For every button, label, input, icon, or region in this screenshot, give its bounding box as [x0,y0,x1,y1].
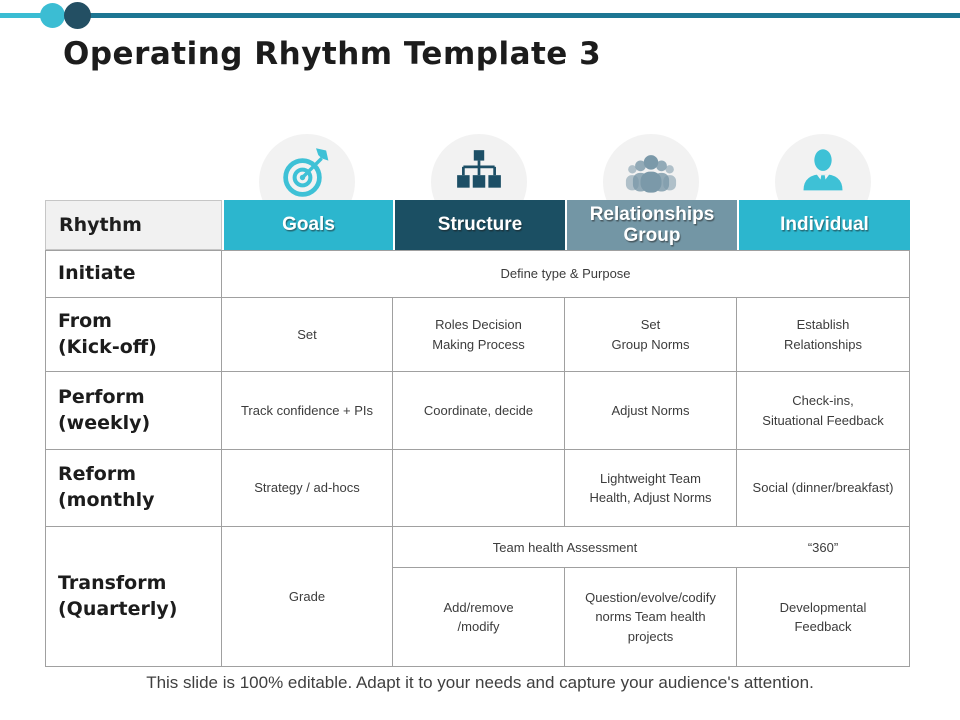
decor-circle-teal [40,3,65,28]
cell-kickoff-relationships: Set Group Norms [565,298,737,372]
cell-kickoff-individual: Establish Relationships [737,298,910,372]
cell-reform-relationships: Lightweight Team Health, Adjust Norms [565,450,737,527]
cell-transform-assessment: Team health Assessment [492,539,638,555]
column-header-rhythm: Rhythm [45,200,222,250]
editable-note: This slide is 100% editable. Adapt it to… [146,673,814,692]
row-label-reform: Reform (monthly [45,450,222,527]
target-icon [283,148,329,197]
column-header-structure: Structure [393,200,565,250]
row-label-transform: Transform (Quarterly) [45,527,222,667]
cell-transform-structure: Add/remove /modify [393,568,565,667]
decor-line-left [0,13,44,18]
cell-kickoff-structure: Roles Decision Making Process [393,298,565,372]
decor-line-right [90,13,960,18]
cell-transform-individual: Developmental Feedback [737,568,910,667]
cell-perform-relationships: Adjust Norms [565,372,737,450]
people-group-icon [625,155,677,193]
column-header-relationships-group: Relationships Group [565,200,737,250]
cell-transform-goals: Grade [222,527,393,667]
cell-reform-structure [393,450,565,527]
row-label-initiate: Initiate [45,250,222,298]
cell-transform-relationships: Question/evolve/codify norms Team health… [565,568,737,667]
operating-rhythm-table: Rhythm Goals Structure Relationships Gro… [45,200,910,667]
column-header-goals: Goals [222,200,393,250]
column-header-individual: Individual [737,200,910,250]
cell-transform-360: “360” [807,539,839,555]
cell-reform-goals: Strategy / ad-hocs [222,450,393,527]
row-label-perform: Perform (weekly) [45,372,222,450]
cell-initiate-span: Define type & Purpose [222,250,910,298]
cell-perform-individual: Check-ins, Situational Feedback [737,372,910,450]
org-chart-icon [457,150,501,188]
cell-kickoff-goals: Set [222,298,393,372]
cell-perform-structure: Coordinate, decide [393,372,565,450]
person-icon [803,149,843,191]
slide-title: Operating Rhythm Template 3 [63,36,602,72]
cell-reform-individual: Social (dinner/breakfast) [737,450,910,527]
cell-perform-goals: Track confidence + PIs [222,372,393,450]
decor-circle-navy [64,2,91,29]
cell-transform-assessment-row: Team health Assessment “360” [393,527,910,568]
row-label-kickoff: From (Kick-off) [45,298,222,372]
